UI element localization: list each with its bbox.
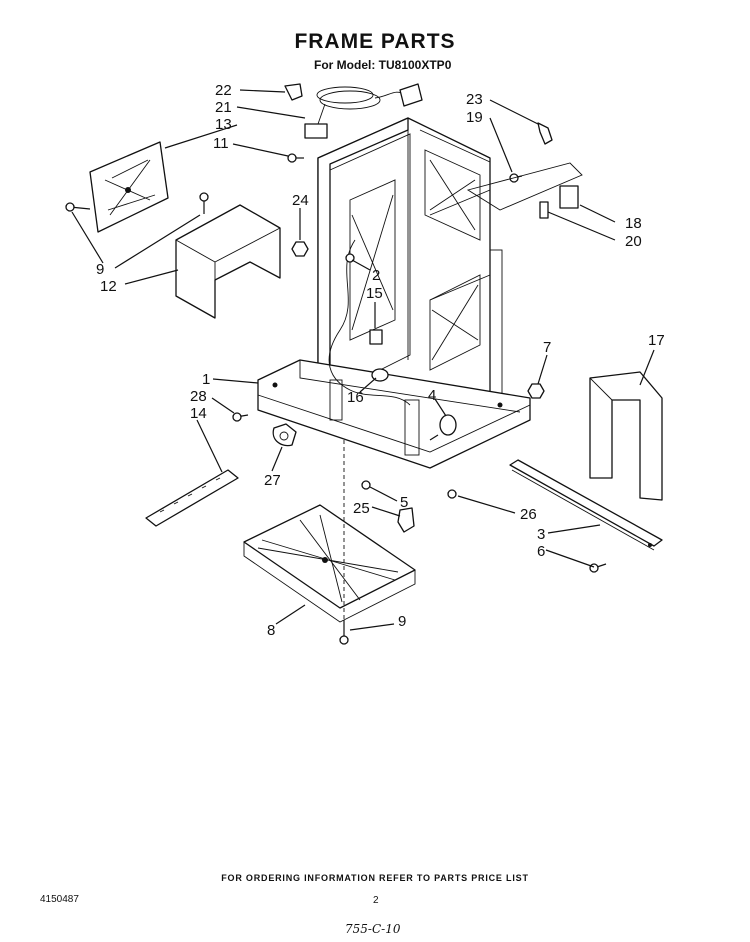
callout-7: 7 [543,339,551,356]
callout-24: 24 [292,192,309,209]
callout-13: 13 [215,116,232,133]
page-number: 2 [373,895,379,906]
callout-21: 21 [215,99,232,116]
model-subtitle: For Model: TU8100XTP0 [314,58,452,72]
callout-6: 6 [537,543,545,560]
callout-3: 3 [537,526,545,543]
screw-6 [589,563,607,573]
part-4 [429,414,457,441]
callout-labels: 22 21 13 11 23 19 24 9 12 2 15 18 20 17 … [96,82,665,639]
wire-harness [328,239,411,406]
callout-9b: 9 [398,613,406,630]
document-number: 4150487 [40,894,79,905]
callout-20: 20 [625,233,642,250]
callout-16: 16 [347,389,364,406]
main-frame [257,117,531,469]
callout-25: 25 [353,500,370,517]
ordering-note: FOR ORDERING INFORMATION REFER TO PARTS … [221,873,529,883]
screw-9a [65,202,91,212]
callout-1: 1 [202,371,210,388]
page-title: FRAME PARTS [294,30,456,53]
callout-5: 5 [400,494,408,511]
foam-strip-14 [145,469,239,527]
callout-12: 12 [100,278,117,295]
callout-9a: 9 [96,261,104,278]
screw-5 [361,480,371,490]
shield-12 [175,204,281,319]
bottom-pan-8 [243,504,416,623]
rear-panel-13 [89,141,169,233]
leader-lines [71,89,655,631]
nut-24 [291,241,309,257]
callout-18: 18 [625,215,642,232]
side-panel-17 [589,371,663,501]
callout-27: 27 [264,472,281,489]
callout-23: 23 [466,91,483,108]
screw-28 [232,412,249,422]
callout-17: 17 [648,332,665,349]
callout-22: 22 [215,82,232,99]
screw-9b [199,192,209,214]
callout-8: 8 [267,622,275,639]
part-22 [284,83,303,101]
clip-23 [537,122,553,145]
callout-11: 11 [213,135,229,152]
screw-26 [447,489,457,499]
screw-9-bottom [339,620,349,645]
clamp-27 [272,423,297,447]
switch-bracket-18 [466,162,583,219]
rail-3 [509,459,663,551]
callout-26: 26 [520,506,537,523]
callout-4: 4 [428,387,436,404]
handwritten-note: 755-C-10 [345,922,401,936]
switch-15 [369,329,383,345]
clip-25 [397,507,415,533]
screw-11 [287,153,304,163]
nut-7 [527,383,545,399]
callout-15: 15 [366,285,383,302]
callout-14: 14 [190,405,207,422]
callout-19: 19 [466,109,483,126]
callout-28: 28 [190,388,207,405]
power-cord [304,83,423,139]
callout-2: 2 [372,267,380,284]
